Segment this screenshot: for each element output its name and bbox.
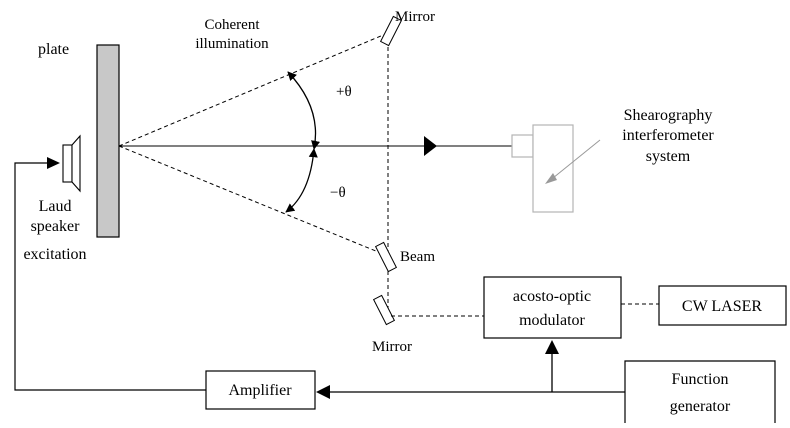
speaker-feedback-arrowhead <box>47 157 60 169</box>
shearography-camera <box>511 124 574 213</box>
coherent-label-line1: Coherent <box>205 17 261 33</box>
function-label-line2: generator <box>670 398 731 415</box>
minus-theta-label: −θ <box>330 185 346 201</box>
speaker-label-line3: excitation <box>23 246 86 263</box>
speaker-feedback-wire <box>14 162 206 391</box>
mirror-top-label: Mirror <box>395 9 435 25</box>
mirror-bottom <box>372 294 396 326</box>
function-label-line1: Function <box>672 371 729 388</box>
amplifier-label: Amplifier <box>228 382 292 399</box>
fg-to-amplifier-arrowhead <box>316 385 330 399</box>
illumination-ray-lower <box>118 145 389 257</box>
mirror-top <box>379 15 403 47</box>
shearography-label-line1: Shearography <box>624 107 713 124</box>
speaker-label-line2: speaker <box>31 218 81 235</box>
aom-box <box>483 276 622 339</box>
observation-axis-arrowhead <box>424 136 437 156</box>
beam-splitter <box>374 241 398 273</box>
mirror-bottom-label: Mirror <box>372 339 412 355</box>
aom-label-line2: modulator <box>519 312 585 329</box>
cw-laser-box <box>658 285 787 326</box>
camera-pointer-line <box>552 139 601 179</box>
angle-arc-minus <box>285 148 318 213</box>
plate <box>96 44 120 238</box>
shearography-label-line2: interferometer <box>622 127 714 144</box>
amplifier-box <box>205 370 316 410</box>
angle-arc-plus <box>287 71 321 150</box>
camera-pointer-arrowhead <box>545 173 557 184</box>
beam-label: Beam <box>400 249 435 265</box>
aom-label-line1: acosto-optic <box>513 288 591 305</box>
loudspeaker-icon <box>62 134 81 193</box>
fg-to-aom-arrowhead <box>545 340 559 354</box>
plus-theta-label: +θ <box>336 84 352 100</box>
shearography-label-line3: system <box>646 148 691 165</box>
coherent-label-line2: illumination <box>195 36 269 52</box>
speaker-label-line1: Laud <box>39 198 72 215</box>
cw-laser-label: CW LASER <box>682 298 762 315</box>
plate-label: plate <box>38 41 69 58</box>
